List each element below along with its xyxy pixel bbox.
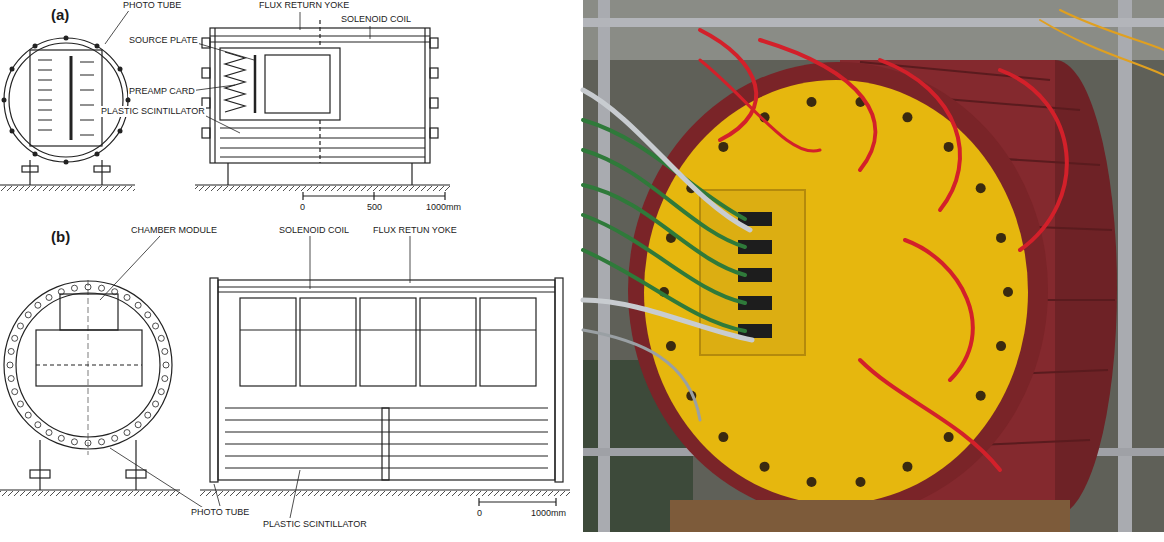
bolt-hole bbox=[944, 432, 954, 442]
scale-number: 1000mm bbox=[425, 202, 462, 213]
bolt-hole bbox=[666, 341, 676, 351]
part-label: FLUX RETURN YOKE bbox=[258, 0, 350, 11]
photo-tube-symbol bbox=[8, 348, 14, 354]
photo-tube-symbol bbox=[158, 389, 164, 395]
photo-tube-symbol bbox=[35, 422, 41, 428]
photo-tube-symbol bbox=[162, 376, 168, 382]
photo-tube-symbol bbox=[35, 302, 41, 308]
drawing-a-side bbox=[195, 20, 450, 200]
photo-tube-symbol bbox=[162, 348, 168, 354]
part-label: PLASTIC SCINTILLATOR bbox=[262, 519, 368, 530]
bolt-hole bbox=[976, 183, 986, 193]
bolt-hole bbox=[807, 477, 817, 487]
bolt-hole bbox=[976, 391, 986, 401]
photo-tube-symbol bbox=[153, 323, 159, 329]
bolt-hole bbox=[760, 462, 770, 472]
part-label: CHAMBER MODULE bbox=[130, 225, 218, 236]
bolt-hole bbox=[902, 462, 912, 472]
scale-number: 0 bbox=[299, 202, 306, 213]
photo-tube-symbol bbox=[145, 412, 151, 418]
photo-tube-symbol bbox=[12, 389, 18, 395]
photo-tube-symbol bbox=[99, 439, 105, 445]
part-label: PLASTIC SCINTILLATOR bbox=[100, 106, 206, 117]
photo-tube-symbol bbox=[58, 435, 64, 441]
detector-photo bbox=[583, 0, 1164, 542]
photo-tube-symbol bbox=[17, 323, 23, 329]
photo-tube-symbol bbox=[112, 435, 118, 441]
bolt-hole bbox=[944, 142, 954, 152]
photo-tube-symbol bbox=[7, 362, 13, 368]
photo-tube-symbol bbox=[71, 285, 77, 291]
photo-tube-symbol bbox=[25, 312, 31, 318]
figure-label: (a) bbox=[50, 6, 70, 23]
photo-tube-symbol bbox=[124, 430, 130, 436]
photo-tube-symbol bbox=[135, 422, 141, 428]
photo-tube-symbol bbox=[46, 430, 52, 436]
bolt-hole bbox=[718, 142, 728, 152]
part-label: PHOTO TUBE bbox=[122, 0, 182, 11]
photo-tube-symbol bbox=[158, 335, 164, 341]
photo-tube-symbol bbox=[46, 294, 52, 300]
photo-tube-symbol bbox=[99, 285, 105, 291]
scale-number: 500 bbox=[366, 202, 383, 213]
photo-tube-symbol bbox=[124, 294, 130, 300]
scale-number: 1000mm bbox=[530, 508, 567, 519]
part-label: FLUX RETUN YOKE bbox=[372, 225, 458, 236]
figure-label: (b) bbox=[50, 228, 71, 245]
drawing-b-side bbox=[200, 278, 570, 506]
photo-tube-symbol bbox=[12, 335, 18, 341]
scale-number: 0 bbox=[476, 508, 483, 519]
photo-tube-symbol bbox=[71, 439, 77, 445]
bolt-hole bbox=[996, 233, 1006, 243]
photo-tube-symbol bbox=[17, 401, 23, 407]
photo-tube-symbol bbox=[153, 401, 159, 407]
leader-lines-b bbox=[100, 236, 410, 518]
bolt-hole bbox=[902, 112, 912, 122]
photo-tube-symbol bbox=[8, 376, 14, 382]
drawing-b bbox=[0, 280, 180, 496]
bolt-hole bbox=[807, 97, 817, 107]
bolt-hole bbox=[718, 432, 728, 442]
photo-tube-symbol bbox=[145, 312, 151, 318]
part-label: PREAMP CARD bbox=[128, 86, 196, 97]
part-label: SOLENOID COIL bbox=[278, 225, 350, 236]
bolt-hole bbox=[996, 341, 1006, 351]
photo-tube-symbol bbox=[25, 412, 31, 418]
bolt-hole bbox=[855, 477, 865, 487]
photo-tube-symbol bbox=[163, 362, 169, 368]
photo-tube-symbol bbox=[135, 302, 141, 308]
part-label: SOURCE PLATE bbox=[128, 35, 199, 46]
bolt-hole bbox=[1003, 287, 1013, 297]
part-label: PHOTO TUBE bbox=[190, 507, 250, 518]
part-label: SOLENOID COIL bbox=[340, 14, 412, 25]
